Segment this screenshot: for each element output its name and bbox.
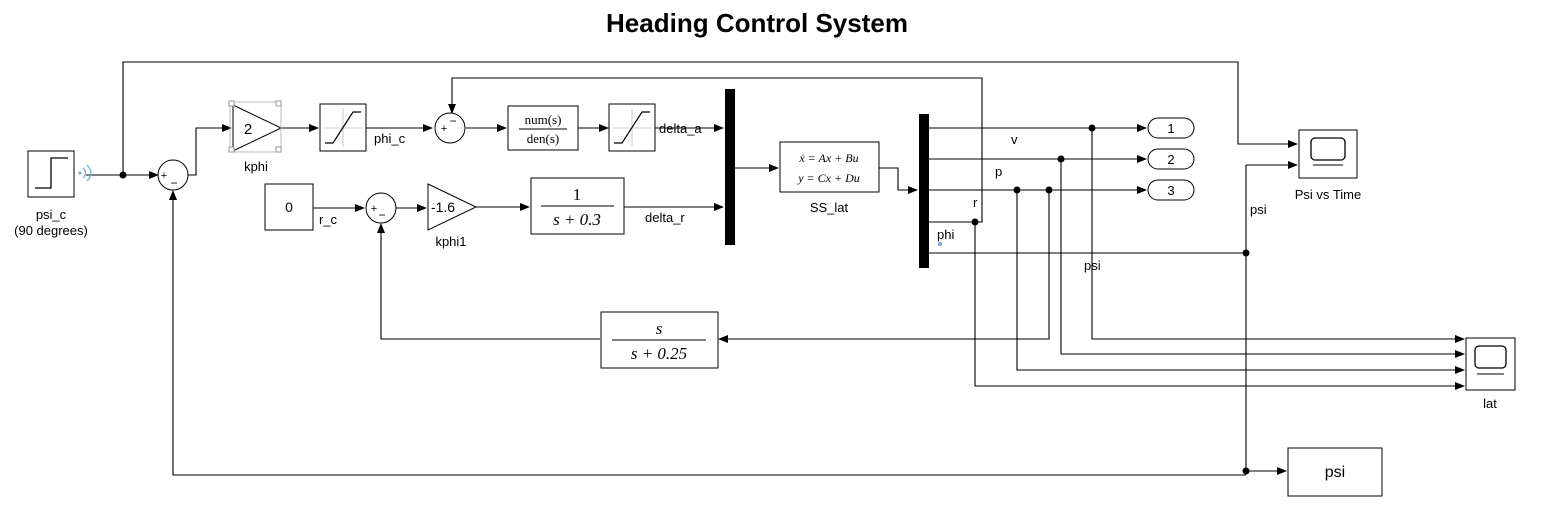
signal-label-psi-upper: psi (1250, 202, 1267, 217)
rudder-numerator: 1 (573, 185, 582, 204)
step-label-line1: psi_c (36, 207, 67, 222)
signal-wires (86, 61, 1465, 476)
kphi1-label: kphi1 (435, 234, 466, 249)
junction-dots (119, 124, 1250, 475)
rudder-denominator: s + 0.3 (553, 210, 601, 229)
signal-label-v: v (1011, 132, 1018, 147)
transfer-fcn-washout[interactable]: s s + 0.25 (600, 311, 719, 369)
scope-lat[interactable] (1465, 337, 1516, 391)
sum-block-r[interactable]: + − (365, 192, 397, 224)
signal-label-delta-a: delta_a (659, 121, 702, 136)
outport-2[interactable]: 2 (1147, 148, 1195, 170)
step-block-psi-c[interactable] (27, 150, 75, 198)
signal-label-phi: phi (937, 227, 954, 242)
saturation-block-delta-a[interactable] (608, 103, 656, 152)
scope-lat-label: lat (1483, 396, 1497, 411)
demux-block[interactable] (919, 114, 929, 268)
display-psi-value: psi (1325, 464, 1345, 481)
sum-block-phi[interactable]: + − (434, 112, 466, 144)
diagram-title: Heading Control System (606, 8, 908, 38)
sum-phi-minus: − (449, 114, 456, 128)
ss-lat-label: SS_lat (810, 200, 849, 215)
constant-block-rc[interactable]: 0 (264, 183, 314, 231)
sum-r-minus: − (378, 208, 385, 222)
state-space-block[interactable]: ẋ = Ax + Bu y = Cx + Du (779, 141, 880, 193)
outport-3[interactable]: 3 (1147, 179, 1195, 201)
phi-signal-marker-icon (938, 242, 942, 246)
transfer-fcn-num-den[interactable]: num(s) den(s) (507, 105, 579, 151)
sum-main-minus: − (170, 176, 177, 190)
signal-label-phi-c: phi_c (374, 131, 406, 146)
sum-r-plus: + (371, 203, 377, 215)
scope-psi-label: Psi vs Time (1295, 187, 1361, 202)
outport-3-value: 3 (1167, 183, 1174, 198)
signal-label-psi-lower: psi (1084, 258, 1101, 273)
signal-label-r: r (973, 195, 978, 210)
step-label-line2: (90 degrees) (14, 223, 88, 238)
signal-label-r-c: r_c (319, 212, 338, 227)
gain-block-kphi[interactable]: 2 (228, 100, 283, 153)
outport-2-value: 2 (1167, 152, 1174, 167)
kphi-value: 2 (244, 121, 252, 138)
display-psi[interactable]: psi (1287, 447, 1383, 497)
scope-psi-vs-time[interactable] (1298, 129, 1358, 179)
sum-main-plus: + (161, 170, 167, 182)
transfer-fcn-rudder[interactable]: 1 s + 0.3 (530, 177, 625, 235)
signal-label-p: p (995, 164, 1002, 179)
mux-block[interactable] (725, 89, 735, 245)
tf-numerator: num(s) (525, 112, 562, 127)
saturation-block-phi[interactable] (319, 103, 367, 152)
ss-equation-2: y = Cx + Du (797, 171, 860, 185)
tf-denominator: den(s) (527, 131, 560, 146)
outport-1-value: 1 (1167, 121, 1174, 136)
constant-value: 0 (285, 199, 293, 215)
kphi1-value: -1.6 (431, 199, 455, 215)
outport-1[interactable]: 1 (1147, 117, 1195, 139)
kphi-label: kphi (244, 159, 268, 174)
ss-equation-1: ẋ = Ax + Bu (798, 151, 858, 165)
gain-block-kphi1[interactable]: -1.6 (427, 183, 478, 231)
sum-phi-plus: + (441, 123, 447, 135)
signal-label-delta-r: delta_r (645, 210, 685, 225)
washout-denominator: s + 0.25 (631, 344, 687, 363)
wireless-signal-icon (78, 164, 92, 182)
washout-numerator: s (656, 319, 663, 338)
sum-block-main[interactable]: + − (157, 159, 189, 191)
